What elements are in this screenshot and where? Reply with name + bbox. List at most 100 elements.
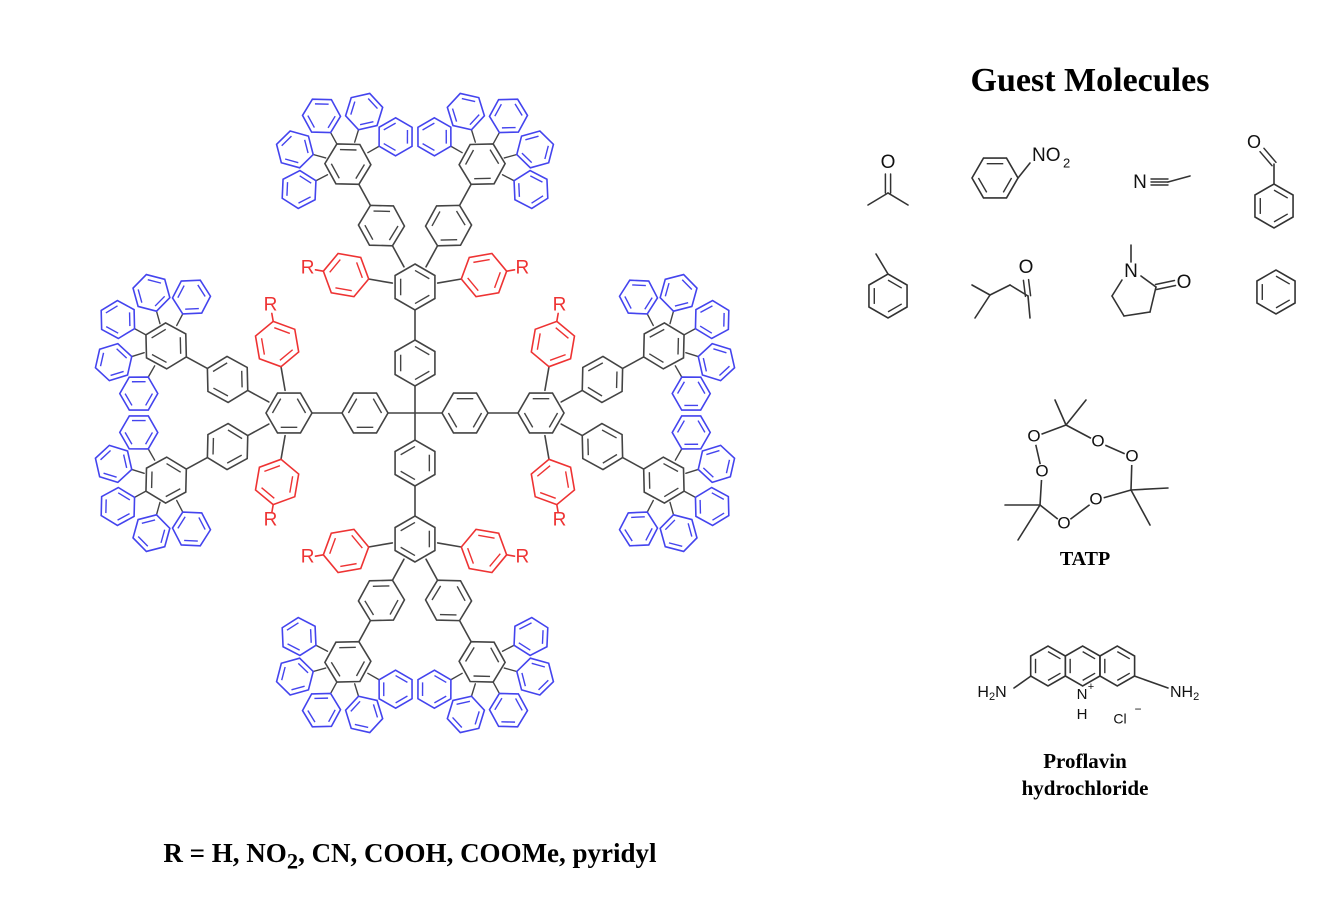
- ring-outline: [341, 392, 389, 434]
- aromatic-double-bond: [99, 352, 105, 367]
- chain-bond: [391, 558, 405, 582]
- ring-outline: [446, 695, 486, 734]
- aromatic-double-bond: [160, 529, 166, 544]
- ring-outline: [378, 116, 413, 157]
- ring-outline: [868, 273, 908, 319]
- bond: [887, 192, 909, 206]
- aromatic-double-bond: [712, 512, 725, 521]
- aromatic-double-bond: [389, 599, 399, 615]
- r-substituent-label: R: [553, 295, 567, 316]
- aromatic-double-bond: [1275, 299, 1291, 309]
- aromatic-ring: [1029, 645, 1067, 687]
- amine-left-label: H2N: [977, 684, 1006, 703]
- ring-outline: [132, 273, 171, 313]
- bond: [1013, 675, 1032, 689]
- phenyl-bond: [674, 448, 683, 461]
- aromatic-double-bond: [514, 103, 523, 116]
- amine-left-part: 2: [989, 691, 995, 703]
- phenyl-bond: [470, 683, 477, 697]
- aromatic-double-bond: [464, 646, 475, 662]
- amine-left-part: H: [977, 684, 989, 701]
- aromatic-double-bond: [434, 674, 447, 684]
- benzene-ring: [1254, 183, 1294, 229]
- ring-outline: [581, 422, 624, 471]
- aromatic-double-bond: [676, 381, 686, 394]
- aromatic-double-bond: [364, 600, 375, 616]
- aromatic-double-bond: [631, 516, 645, 519]
- aromatic-double-bond: [977, 177, 988, 193]
- ring-outline: [515, 657, 555, 696]
- aromatic-double-bond: [177, 285, 185, 299]
- ring-outline: [100, 486, 136, 527]
- atom-mask: [1056, 516, 1072, 532]
- r-bond: [505, 269, 516, 272]
- chain-bond: [560, 423, 584, 437]
- plus-charge: +: [1088, 681, 1094, 693]
- ring-outline: [100, 299, 136, 340]
- phenyl-bond: [315, 644, 329, 652]
- ring-outline: [394, 439, 436, 487]
- aromatic-double-bond: [166, 462, 182, 473]
- ring-outline: [446, 92, 486, 131]
- aromatic-double-bond: [697, 381, 706, 394]
- amine-left-part: N: [995, 684, 1007, 701]
- aromatic-double-bond: [383, 142, 396, 152]
- atom-mask: [1088, 492, 1104, 508]
- ring-outline: [118, 415, 159, 450]
- ring-outline: [394, 339, 436, 387]
- aromatic-double-bond: [105, 326, 119, 334]
- ring-outline: [488, 98, 529, 134]
- core-phenylene: [394, 339, 436, 387]
- chain-phenylene: [357, 579, 406, 622]
- aromatic-double-bond: [355, 262, 363, 279]
- peripheral-phenyl: [659, 513, 698, 553]
- peripheral-phenyl: [118, 376, 159, 411]
- aromatic-double-bond: [296, 398, 307, 414]
- double-bond: [1155, 284, 1177, 291]
- aromatic-double-bond: [330, 163, 340, 179]
- proflavin-label-line1: Proflavin: [1043, 749, 1127, 773]
- ring-outline: [378, 669, 413, 710]
- r-substituent-label: R: [301, 257, 315, 278]
- acetone-molecule: O: [867, 152, 909, 206]
- aromatic-double-bond: [145, 393, 154, 406]
- nitro-group-label: NO: [1032, 145, 1061, 166]
- aromatic-double-bond: [144, 432, 154, 445]
- aryl-bond: [544, 365, 550, 392]
- chain-bond: [246, 389, 270, 403]
- aromatic-double-bond: [548, 412, 559, 428]
- aromatic-double-bond: [624, 529, 633, 542]
- aromatic-double-bond: [414, 345, 430, 356]
- phenyl-bond: [492, 681, 501, 695]
- aromatic-double-bond: [307, 115, 316, 128]
- aryl-bond: [280, 365, 286, 392]
- aromatic-double-bond: [340, 562, 357, 568]
- benzene-ring: [868, 273, 908, 319]
- peripheral-phenyl: [132, 273, 171, 313]
- phenyl-bond: [176, 313, 184, 327]
- aromatic-double-bond: [177, 516, 186, 529]
- peripheral-phenyl: [671, 415, 712, 450]
- aromatic-double-bond: [490, 647, 500, 663]
- double-bond: [1027, 278, 1032, 297]
- peripheral-phenyl: [301, 98, 342, 134]
- phenyl-bond: [131, 468, 145, 475]
- phenyl-bond: [312, 153, 327, 159]
- chain-bond: [458, 619, 472, 643]
- aromatic-double-bond: [531, 662, 546, 668]
- ring-outline: [417, 116, 452, 157]
- r-substituent-label: R: [264, 295, 278, 316]
- aromatic-double-bond: [347, 398, 358, 414]
- ring-outline: [323, 143, 372, 186]
- chain-bond: [246, 423, 270, 437]
- chain-phenylene: [206, 355, 249, 404]
- r-bond: [556, 503, 559, 514]
- chain-bond: [458, 183, 472, 207]
- ring-outline: [530, 458, 576, 506]
- aromatic-double-bond: [100, 450, 112, 461]
- aromatic-double-bond: [602, 453, 618, 464]
- pentaphenyl-core: [323, 640, 372, 683]
- peripheral-phenyl: [275, 130, 315, 169]
